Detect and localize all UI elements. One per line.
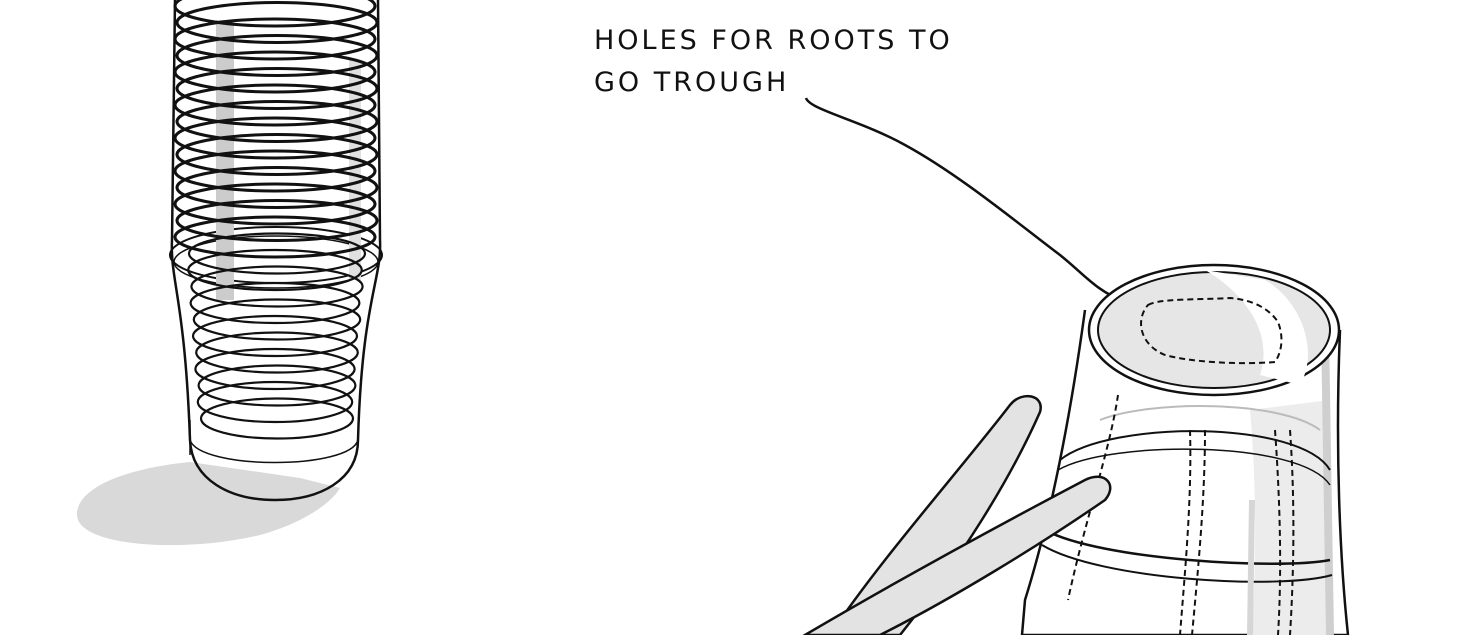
cup-stack-shadow [77,462,340,545]
upside-down-cup [1022,265,1348,635]
annotation-line-2: GO TROUGH [594,62,953,104]
annotation-label: HOLES FOR ROOTS TO GO TROUGH [594,20,953,104]
annotation-line-1: HOLES FOR ROOTS TO [594,20,953,62]
leader-line [806,98,1125,302]
cup-rims [175,0,377,439]
